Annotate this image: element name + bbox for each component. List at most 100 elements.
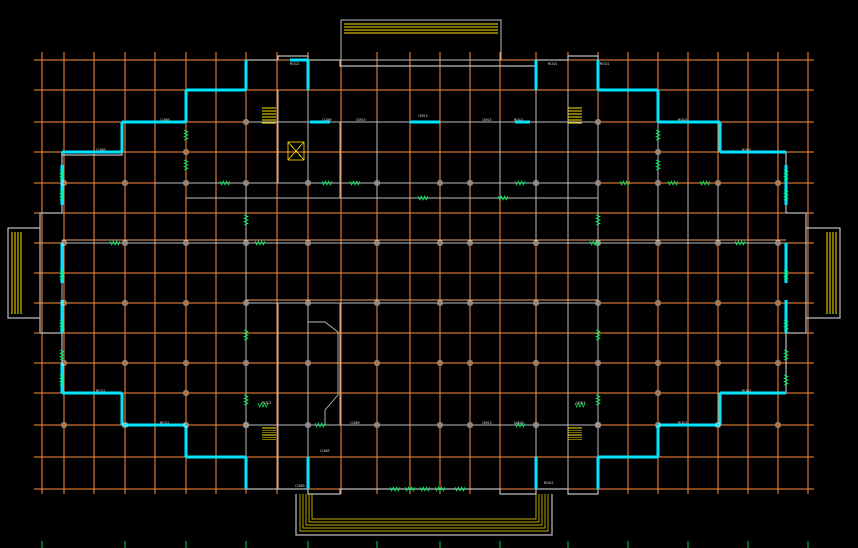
column <box>61 360 67 366</box>
door-label: M1021 <box>678 118 688 122</box>
column <box>374 240 380 246</box>
door-label: C0915 <box>576 401 586 405</box>
door-marker <box>183 129 189 141</box>
door-label: M1521 <box>290 62 300 66</box>
column <box>533 180 539 186</box>
column <box>775 240 781 246</box>
entrance-right <box>806 227 841 319</box>
column <box>374 180 380 186</box>
door-label: C1809 <box>96 148 106 152</box>
door-marker <box>257 402 269 408</box>
column <box>595 422 601 428</box>
door-marker <box>699 180 711 186</box>
door-marker <box>783 269 789 281</box>
door-marker <box>349 180 361 186</box>
door-marker <box>321 180 333 186</box>
column <box>595 180 601 186</box>
column <box>243 180 249 186</box>
column <box>61 240 67 246</box>
entrance-top <box>340 19 502 61</box>
column <box>243 119 249 125</box>
column <box>183 300 189 306</box>
door-label: C0915 <box>482 118 492 122</box>
door-label: M1521 <box>548 62 558 66</box>
door-label: C1809 <box>322 118 332 122</box>
column <box>243 240 249 246</box>
axis-grid <box>34 52 814 494</box>
column <box>775 300 781 306</box>
column <box>243 422 249 428</box>
column <box>595 360 601 366</box>
column <box>437 180 443 186</box>
door-label: C0915 <box>482 421 492 425</box>
outer-wall-bottom <box>61 363 787 495</box>
column <box>61 180 67 186</box>
column <box>655 422 661 428</box>
door-markers <box>59 129 789 492</box>
door-marker <box>419 486 431 492</box>
column <box>715 300 721 306</box>
door-label: M1521 <box>96 389 106 393</box>
door-marker <box>219 180 231 186</box>
column <box>122 240 128 246</box>
door-label: M1521 <box>600 62 610 66</box>
column <box>533 240 539 246</box>
column <box>122 300 128 306</box>
entrance-step <box>308 494 540 523</box>
door-marker <box>595 329 601 341</box>
column <box>715 240 721 246</box>
door-marker <box>734 240 746 246</box>
axis-ticks <box>41 541 809 548</box>
column <box>655 300 661 306</box>
door-marker <box>595 214 601 226</box>
column <box>595 300 601 306</box>
door-marker <box>59 189 65 201</box>
column <box>61 422 67 428</box>
column <box>655 240 661 246</box>
door-label: C0915 <box>356 118 366 122</box>
column <box>655 390 661 396</box>
column <box>595 119 601 125</box>
elevator-shaft <box>287 141 305 161</box>
door-marker <box>404 486 416 492</box>
door-marker <box>783 169 789 181</box>
column <box>305 180 311 186</box>
column <box>715 360 721 366</box>
core-wall <box>308 321 339 425</box>
column <box>305 240 311 246</box>
column <box>122 360 128 366</box>
column <box>775 360 781 366</box>
door-label: C0915 <box>418 114 428 118</box>
column <box>533 360 539 366</box>
column <box>467 300 473 306</box>
column <box>122 180 128 186</box>
column <box>655 180 661 186</box>
door-marker <box>59 374 65 386</box>
door-label: C1809 <box>350 421 360 425</box>
column <box>61 300 67 306</box>
door-marker <box>389 486 401 492</box>
door-label: C1809 <box>160 118 170 122</box>
column <box>655 360 661 366</box>
column <box>183 149 189 155</box>
column <box>437 360 443 366</box>
entrance-left <box>7 227 40 319</box>
door-marker <box>434 486 446 492</box>
door-marker <box>59 319 65 331</box>
door-marker <box>243 329 249 341</box>
door-label: M1021 <box>742 389 752 393</box>
column <box>183 360 189 366</box>
column <box>374 360 380 366</box>
column <box>122 422 128 428</box>
door-marker <box>783 374 789 386</box>
entrance-bottom <box>295 494 553 536</box>
door-marker <box>574 402 586 408</box>
door-marker <box>59 169 65 181</box>
door-label: C0915 <box>514 421 524 425</box>
door-marker <box>243 214 249 226</box>
door-marker <box>454 486 466 492</box>
column <box>305 422 311 428</box>
door-marker <box>59 349 65 361</box>
